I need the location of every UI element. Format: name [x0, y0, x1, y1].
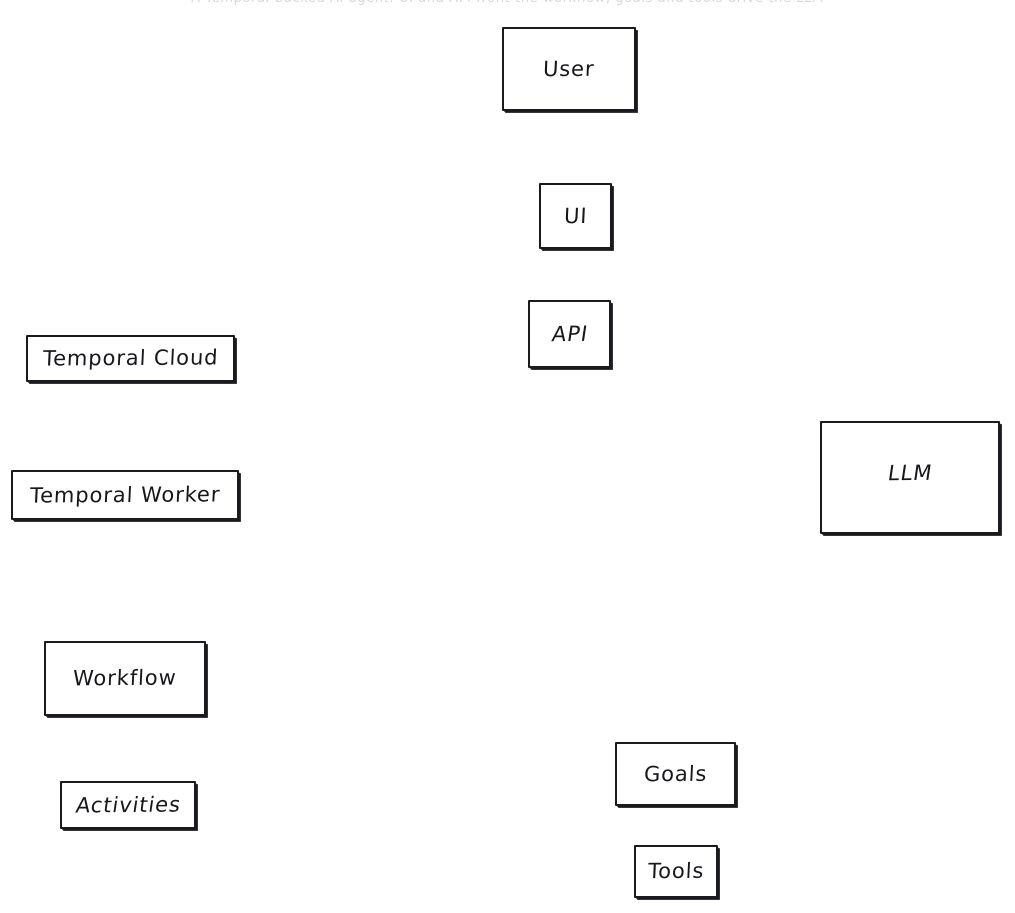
node-user[interactable]: User — [502, 27, 636, 111]
node-label-tools: Tools — [647, 858, 705, 884]
clipped-caption-text: A Temporal-backed AI agent: UI and API f… — [0, 0, 1015, 6]
node-api[interactable]: API — [528, 300, 611, 368]
node-goals[interactable]: Goals — [615, 742, 736, 806]
node-temporal-worker[interactable]: Temporal Worker — [11, 470, 239, 520]
node-tools[interactable]: Tools — [634, 845, 718, 898]
node-activities[interactable]: Activities — [60, 781, 196, 829]
node-label-temporal-worker: Temporal Worker — [29, 481, 221, 508]
node-label-api: API — [549, 321, 590, 346]
node-label-llm: LLM — [886, 460, 934, 486]
node-workflow[interactable]: Workflow — [44, 641, 206, 716]
node-label-workflow: Workflow — [72, 665, 178, 691]
node-label-goals: Goals — [643, 761, 708, 786]
node-ui[interactable]: UI — [539, 183, 612, 249]
node-temporal-cloud[interactable]: Temporal Cloud — [26, 335, 235, 382]
node-label-temporal-cloud: Temporal Cloud — [42, 345, 219, 371]
node-label-user: User — [542, 56, 596, 81]
node-label-ui: UI — [563, 203, 588, 228]
node-llm[interactable]: LLM — [820, 421, 1000, 534]
node-label-activities: Activities — [73, 791, 183, 818]
